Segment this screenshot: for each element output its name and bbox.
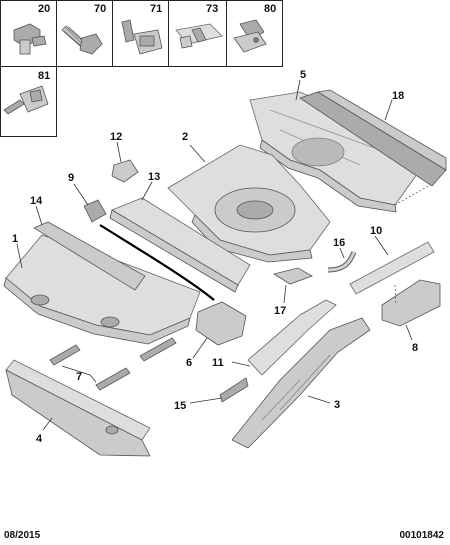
part-15-gusset[interactable] [219,377,249,403]
part-1-floor-panel[interactable] [3,234,201,345]
fastener-box-20[interactable]: 20 [0,0,57,67]
callout-9[interactable]: 9 [68,172,74,184]
leader-14 [35,205,43,226]
bracket-clip-icon [121,19,163,55]
part-14-floor-panel[interactable] [33,221,146,291]
part-11-side-member[interactable] [247,299,337,376]
footer-date: 08/2015 [4,530,41,541]
leader-16 [339,247,345,259]
leader-9 [73,183,89,206]
callout-12[interactable]: 12 [110,131,122,143]
push-clip-icon [13,23,47,55]
part-7-rails[interactable] [49,337,177,391]
part-8-bracket[interactable] [381,279,441,327]
panel-clip-icon [175,23,223,49]
part-5-rear-panel[interactable] [249,91,421,213]
callout-2[interactable]: 2 [182,131,188,143]
part-4-sill[interactable] [5,359,151,457]
callout-1[interactable]: 1 [12,233,18,245]
fastener-box-80[interactable]: 80 [226,0,283,67]
callout-3[interactable]: 3 [334,399,340,411]
fastener-label-20: 20 [38,3,50,15]
screw-icon [61,25,103,55]
fastener-label-73: 73 [206,3,218,15]
leader-6 [192,337,208,359]
leader-11 [231,361,251,367]
leader-4 [42,417,53,431]
part-10-rail[interactable] [349,241,435,295]
leader-7a [89,374,97,383]
leader-8 [405,324,413,341]
seal-strip [99,224,215,301]
part-16-clip[interactable] [327,251,357,273]
leader-7b [61,365,91,376]
part-6-bracket[interactable] [195,301,247,346]
fastener-box-70[interactable]: 70 [56,0,113,67]
part-17-reinforcement[interactable] [272,267,313,285]
fixing-clip-icon [3,85,49,115]
leader-12 [116,141,122,163]
callout-15[interactable]: 15 [174,400,186,412]
dashed-guide-8 [394,284,397,306]
leader-5 [295,79,301,101]
callout-4[interactable]: 4 [36,433,43,445]
fastener-label-81: 81 [38,70,50,82]
part-3-side-member[interactable] [231,317,371,449]
fastener-box-71[interactable]: 71 [112,0,169,67]
callout-10[interactable]: 10 [370,225,382,237]
fastener-box-73[interactable]: 73 [168,0,227,67]
leader-10 [374,235,389,256]
cable-clip-icon [233,19,267,53]
part-2-rear-floor[interactable] [167,144,331,263]
leader-2 [189,144,206,163]
callout-7[interactable]: 7 [76,371,82,383]
callout-13[interactable]: 13 [148,171,160,183]
leader-18 [384,99,393,121]
dashed-guide-18 [394,184,431,206]
leader-1 [16,243,23,269]
part-13-cross-panel[interactable] [109,197,251,293]
fastener-box-81[interactable]: 81 [0,66,57,137]
part-9-bracket[interactable] [83,199,107,223]
callout-11[interactable]: 11 [212,357,224,369]
leader-3 [307,395,331,404]
callout-16[interactable]: 16 [333,237,345,249]
part-18-cross-member[interactable] [299,89,447,187]
fastener-label-70: 70 [94,3,106,15]
footer-reference: 00101842 [399,530,445,541]
fastener-label-80: 80 [264,3,276,15]
callout-18[interactable]: 18 [392,90,404,102]
fastener-label-71: 71 [150,3,162,15]
callout-14[interactable]: 14 [30,195,43,207]
callout-17[interactable]: 17 [274,305,286,317]
callout-5[interactable]: 5 [300,69,306,81]
leader-17 [283,284,287,304]
leader-15 [189,397,223,404]
leader-13 [141,181,153,201]
part-12-bracket[interactable] [111,159,139,183]
callout-8[interactable]: 8 [412,342,418,354]
callout-6[interactable]: 6 [186,357,192,369]
